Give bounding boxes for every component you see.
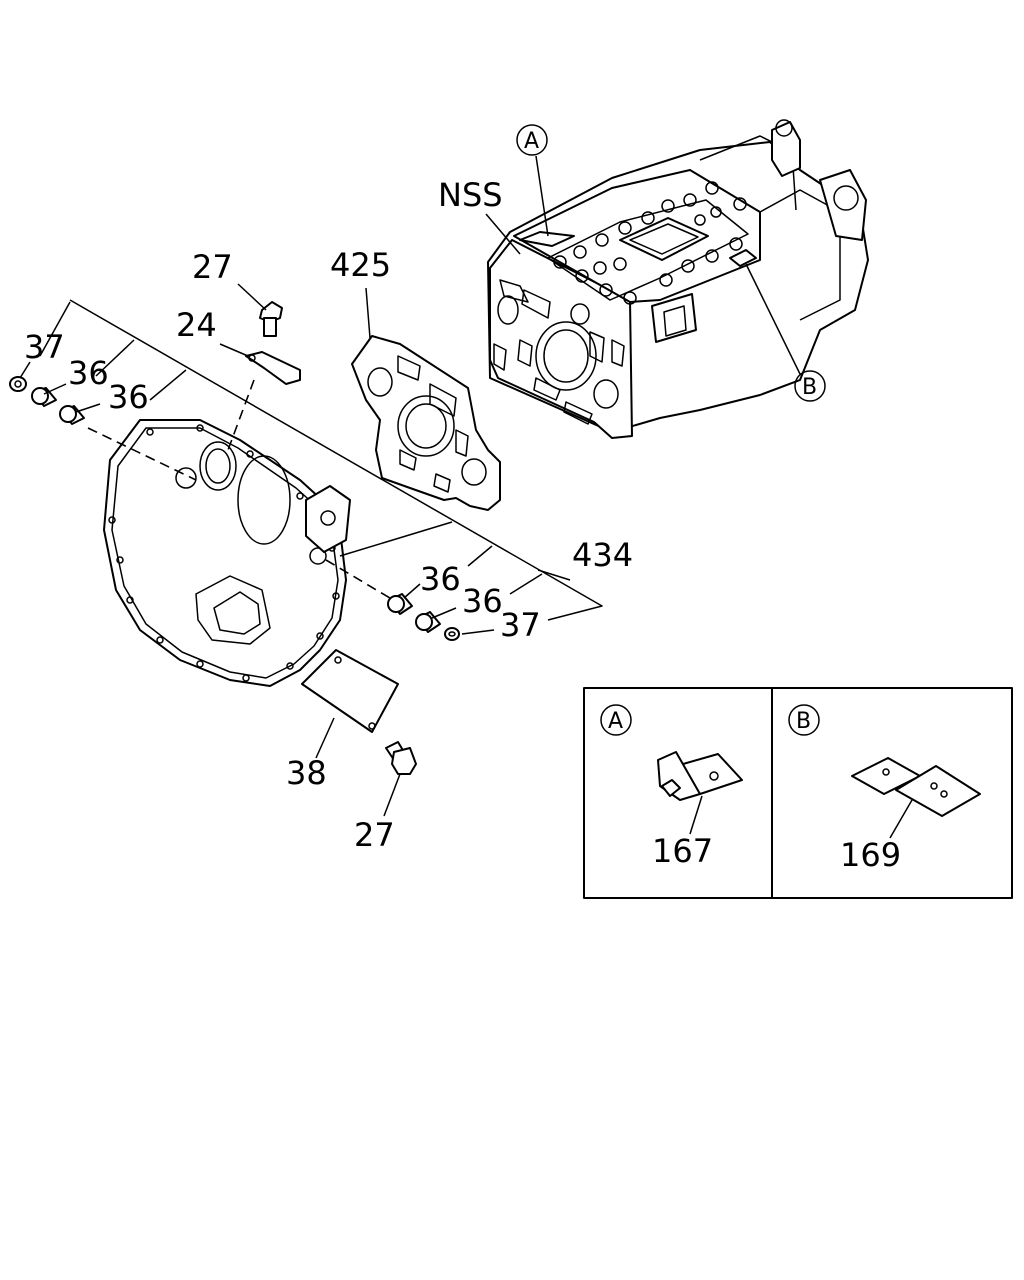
bushing-36-left-b bbox=[59, 405, 85, 425]
gasket-425 bbox=[351, 335, 501, 511]
detail-panel-a: A 167 bbox=[600, 704, 743, 870]
label-36-left-a: 36 bbox=[68, 354, 109, 392]
label-167: 167 bbox=[652, 832, 713, 870]
bracket-167 bbox=[657, 751, 743, 801]
transmission-case bbox=[487, 119, 869, 439]
leader-169 bbox=[889, 799, 913, 839]
reference-marker-b: B bbox=[745, 263, 826, 402]
bolt-27-bottom bbox=[385, 741, 417, 775]
leader-36-right-b bbox=[431, 607, 457, 619]
label-37-left: 37 bbox=[24, 328, 65, 366]
detail-box bbox=[583, 687, 1013, 899]
label-36-right-b: 36 bbox=[462, 582, 503, 620]
svg-text:A: A bbox=[608, 709, 623, 734]
leader-37-left bbox=[19, 361, 31, 379]
detail-marker-b bbox=[788, 704, 820, 736]
label-24: 24 bbox=[176, 306, 217, 344]
bolt-27-top bbox=[259, 301, 283, 337]
detail-marker-a bbox=[600, 704, 632, 736]
label-27-top: 27 bbox=[192, 248, 233, 286]
clip-24 bbox=[245, 351, 301, 385]
reference-marker-a: A bbox=[516, 124, 549, 237]
clutch-housing bbox=[103, 419, 399, 733]
detail-panel-b: B 169 bbox=[788, 704, 981, 874]
leader-167 bbox=[689, 795, 703, 835]
label-nss: NSS bbox=[438, 176, 503, 214]
bushing-36-left-a bbox=[31, 387, 57, 407]
bushing-36-right-a bbox=[387, 593, 413, 615]
label-38: 38 bbox=[286, 754, 327, 792]
label-37-right: 37 bbox=[500, 606, 541, 644]
leader-425 bbox=[365, 287, 371, 339]
centerline-left bbox=[87, 427, 197, 481]
svg-text:B: B bbox=[802, 375, 817, 400]
label-169: 169 bbox=[840, 836, 901, 874]
label-36-right-a: 36 bbox=[420, 560, 461, 598]
leader-27-bottom bbox=[383, 773, 401, 817]
centerline-bolt bbox=[227, 379, 255, 451]
leader-37-right bbox=[461, 629, 495, 635]
svg-text:A: A bbox=[524, 129, 539, 154]
shim-169 bbox=[851, 757, 981, 817]
bushing-36-right-b bbox=[415, 611, 441, 633]
leader-36-left-b bbox=[75, 403, 101, 413]
washer-37-right bbox=[444, 627, 460, 641]
leader-24 bbox=[219, 343, 249, 357]
centerline-right bbox=[325, 559, 401, 605]
leader-36-right-a bbox=[403, 583, 421, 599]
leader-38 bbox=[315, 717, 335, 759]
svg-text:B: B bbox=[796, 709, 811, 734]
washer-37-left bbox=[9, 376, 27, 392]
leader-nss bbox=[485, 213, 521, 255]
label-27-bottom: 27 bbox=[354, 816, 395, 854]
label-434: 434 bbox=[572, 536, 633, 574]
leader-36-left-a bbox=[43, 383, 67, 395]
leader-27-top bbox=[237, 283, 267, 311]
label-36-left-b: 36 bbox=[108, 378, 149, 416]
assembly-434-leaders bbox=[39, 299, 603, 621]
label-425: 425 bbox=[330, 246, 391, 284]
